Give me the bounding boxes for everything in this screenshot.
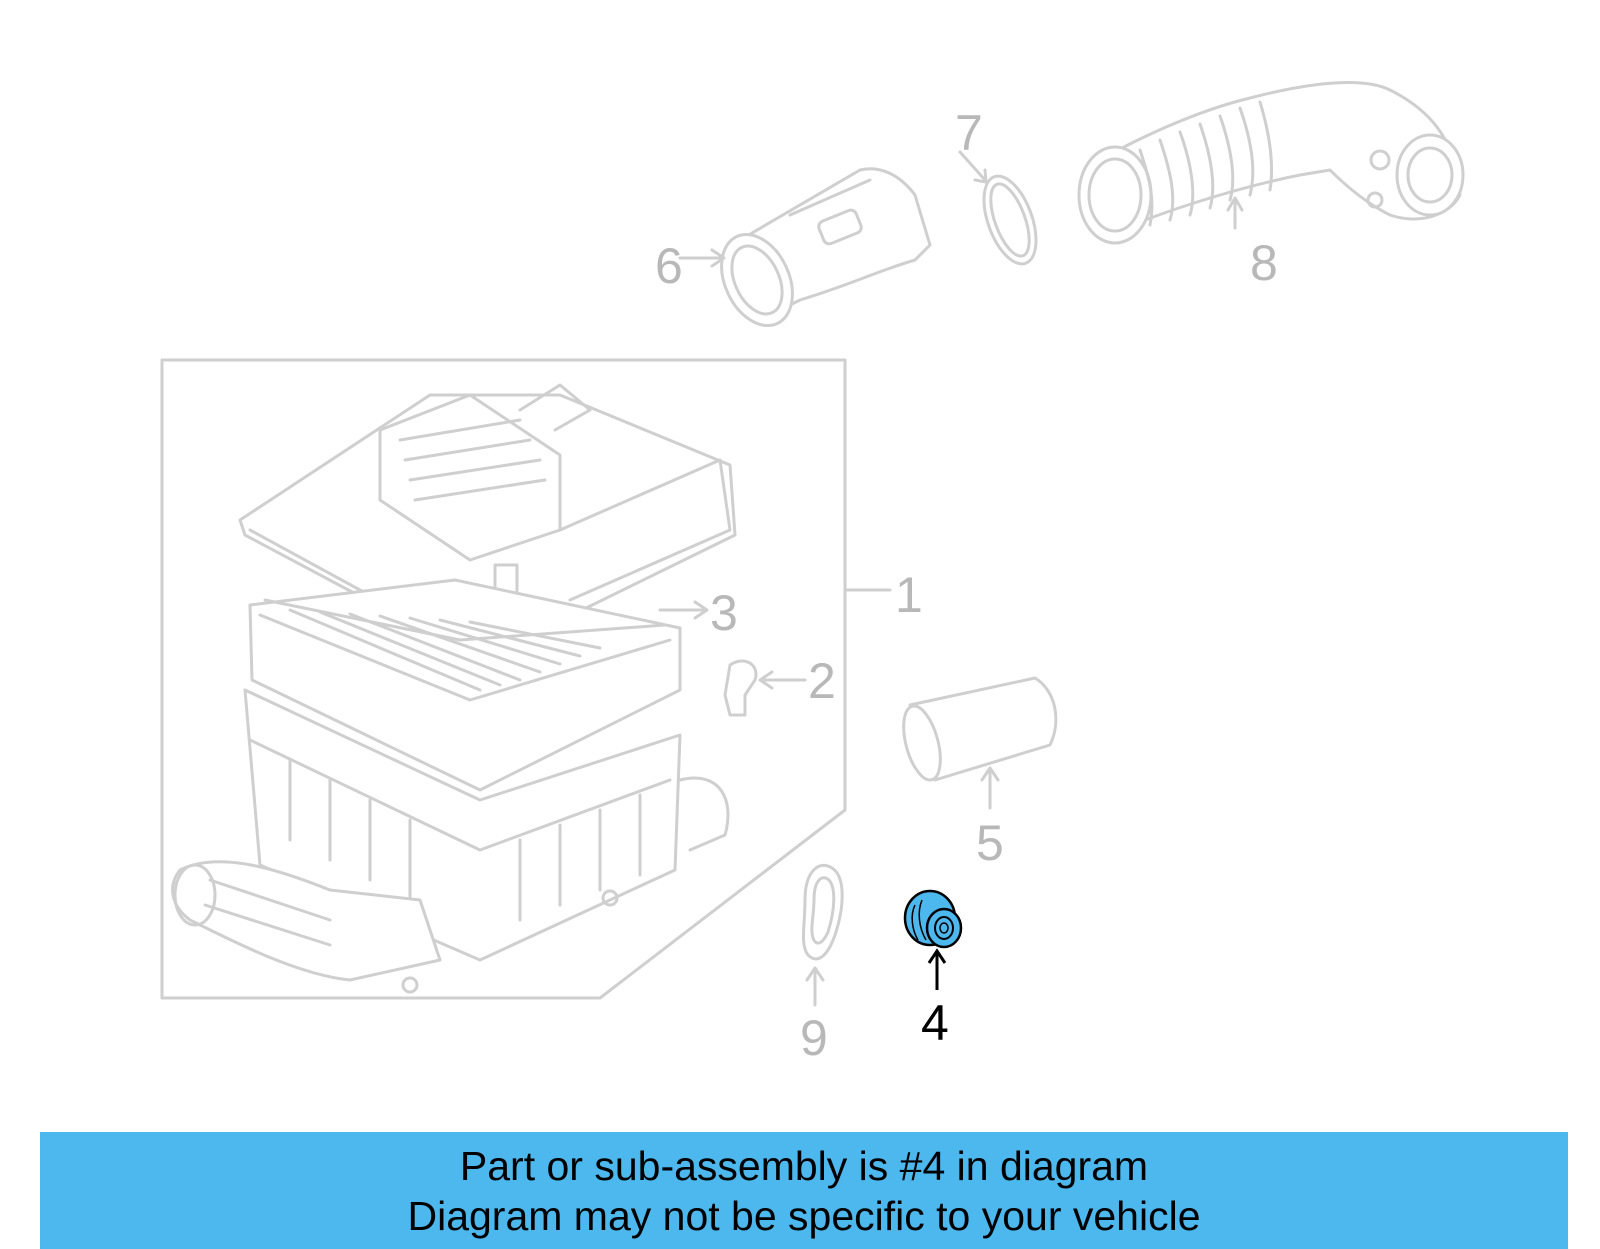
callout-3: 3 (710, 585, 738, 641)
part-5-sleeve (902, 676, 1058, 810)
part-1-air-cleaner-assembly (160, 358, 892, 1000)
callout-5: 5 (976, 815, 1004, 871)
banner-line-1: Part or sub-assembly is #4 in diagram (459, 1142, 1149, 1189)
callout-8: 8 (1250, 235, 1278, 291)
banner-line-2: Diagram may not be specific to your vehi… (407, 1192, 1201, 1239)
part-2-clip (723, 659, 807, 717)
callout-9: 9 (800, 1010, 828, 1066)
callout-7: 7 (955, 105, 983, 161)
callout-6: 6 (655, 238, 683, 294)
part-4-grommet-highlighted (903, 889, 963, 990)
part-6-airflow-meter (678, 167, 932, 328)
part-9-seal (802, 863, 844, 1007)
callout-1: 1 (895, 567, 923, 623)
part-7-gasket (958, 150, 1038, 266)
callout-4: 4 (921, 995, 949, 1051)
callout-2: 2 (808, 653, 836, 709)
info-banner: Part or sub-assembly is #4 in diagram Di… (40, 1132, 1568, 1249)
part-8-intake-hose (1077, 81, 1465, 245)
